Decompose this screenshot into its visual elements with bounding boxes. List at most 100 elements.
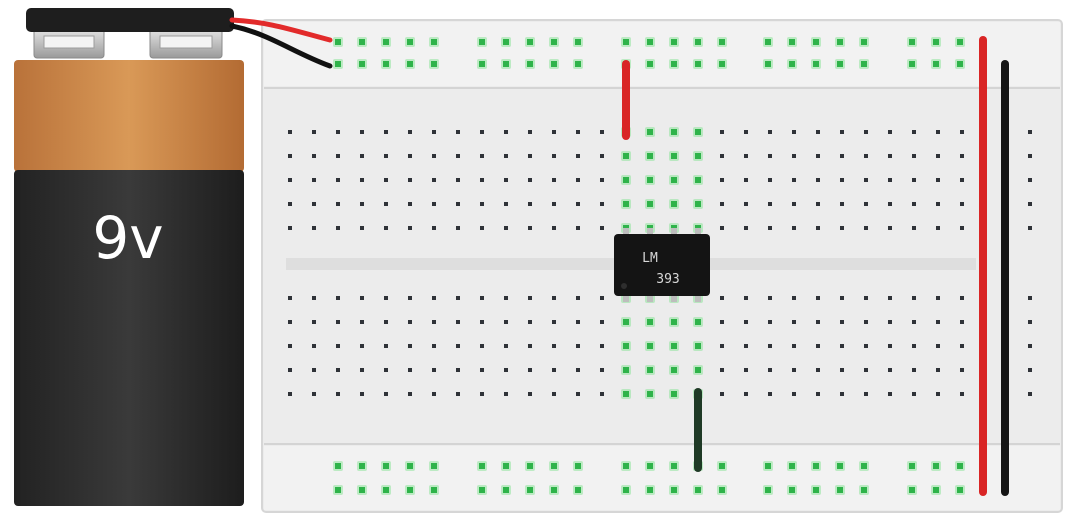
terminal-hole: [888, 178, 892, 182]
power-rail-hole: [335, 61, 341, 67]
power-rail-hole: [671, 39, 677, 45]
power-rail-hole: [383, 487, 389, 493]
power-rail-hole: [719, 463, 725, 469]
terminal-hole: [552, 226, 556, 230]
terminal-hole: [720, 202, 724, 206]
terminal-hole: [408, 368, 412, 372]
power-rail-hole: [909, 39, 915, 45]
terminal-hole: [912, 202, 916, 206]
terminal-hole: [888, 202, 892, 206]
terminal-hole: [456, 296, 460, 300]
terminal-hole: [816, 344, 820, 348]
terminal-hole: [456, 368, 460, 372]
terminal-hole: [695, 153, 701, 159]
power-rail-hole: [647, 39, 653, 45]
terminal-hole: [360, 344, 364, 348]
terminal-hole: [623, 343, 629, 349]
chip-pin: [623, 228, 629, 236]
terminal-hole: [744, 154, 748, 158]
power-rail-hole: [837, 39, 843, 45]
terminal-hole: [695, 129, 701, 135]
terminal-hole: [720, 320, 724, 324]
power-rail-hole: [909, 487, 915, 493]
terminal-hole: [576, 344, 580, 348]
terminal-hole: [792, 368, 796, 372]
terminal-hole: [480, 344, 484, 348]
power-rail-hole: [957, 61, 963, 67]
power-rail-hole: [789, 39, 795, 45]
terminal-hole: [576, 202, 580, 206]
terminal-hole: [312, 226, 316, 230]
power-rail-hole: [431, 463, 437, 469]
terminal-hole: [768, 320, 772, 324]
terminal-hole: [288, 344, 292, 348]
terminal-hole: [600, 392, 604, 396]
power-rail-hole: [789, 487, 795, 493]
power-rail-hole: [623, 463, 629, 469]
terminal-hole: [671, 201, 677, 207]
terminal-hole: [936, 226, 940, 230]
terminal-hole: [647, 319, 653, 325]
terminal-hole: [960, 344, 964, 348]
terminal-hole: [960, 202, 964, 206]
terminal-hole: [768, 202, 772, 206]
power-rail-hole: [623, 487, 629, 493]
chip-pin: [671, 294, 677, 302]
terminal-hole: [720, 296, 724, 300]
power-rail-hole: [383, 61, 389, 67]
chip-pin: [623, 294, 629, 302]
terminal-hole: [480, 202, 484, 206]
terminal-hole: [600, 344, 604, 348]
terminal-hole: [384, 368, 388, 372]
terminal-hole: [864, 368, 868, 372]
terminal-hole: [864, 392, 868, 396]
power-rail-hole: [503, 487, 509, 493]
power-rail-hole: [813, 39, 819, 45]
terminal-hole: [552, 154, 556, 158]
terminal-hole: [816, 368, 820, 372]
power-rail-hole: [647, 463, 653, 469]
terminal-hole: [336, 202, 340, 206]
power-rail-hole: [671, 487, 677, 493]
terminal-hole: [552, 392, 556, 396]
power-rail-hole: [335, 39, 341, 45]
terminal-hole: [576, 296, 580, 300]
terminal-hole: [744, 226, 748, 230]
terminal-hole: [960, 320, 964, 324]
terminal-hole: [840, 296, 844, 300]
power-rail-hole: [551, 463, 557, 469]
terminal-hole: [720, 368, 724, 372]
terminal-hole: [336, 226, 340, 230]
terminal-hole: [695, 319, 701, 325]
terminal-hole: [792, 392, 796, 396]
terminal-hole: [960, 178, 964, 182]
terminal-hole: [576, 130, 580, 134]
terminal-hole: [840, 178, 844, 182]
terminal-hole: [384, 344, 388, 348]
terminal-hole: [792, 178, 796, 182]
power-rail-hole: [813, 61, 819, 67]
terminal-hole: [647, 343, 653, 349]
terminal-hole: [288, 368, 292, 372]
terminal-hole: [671, 367, 677, 373]
terminal-hole: [408, 296, 412, 300]
terminal-hole: [528, 368, 532, 372]
terminal-hole: [936, 392, 940, 396]
terminal-hole: [504, 226, 508, 230]
terminal-hole: [744, 296, 748, 300]
power-rail-hole: [431, 39, 437, 45]
terminal-hole: [840, 320, 844, 324]
terminal-hole: [600, 226, 604, 230]
terminal-hole: [336, 154, 340, 158]
terminal-hole: [623, 153, 629, 159]
power-rail-hole: [765, 39, 771, 45]
power-rail-hole: [933, 463, 939, 469]
power-rail-hole: [527, 61, 533, 67]
power-rail-hole: [575, 487, 581, 493]
power-rail-hole: [383, 463, 389, 469]
battery-positive-wire: [229, 17, 333, 43]
chip-pins: [623, 228, 701, 302]
terminal-hole: [480, 130, 484, 134]
terminal-hole: [504, 320, 508, 324]
terminal-hole: [1028, 392, 1032, 396]
